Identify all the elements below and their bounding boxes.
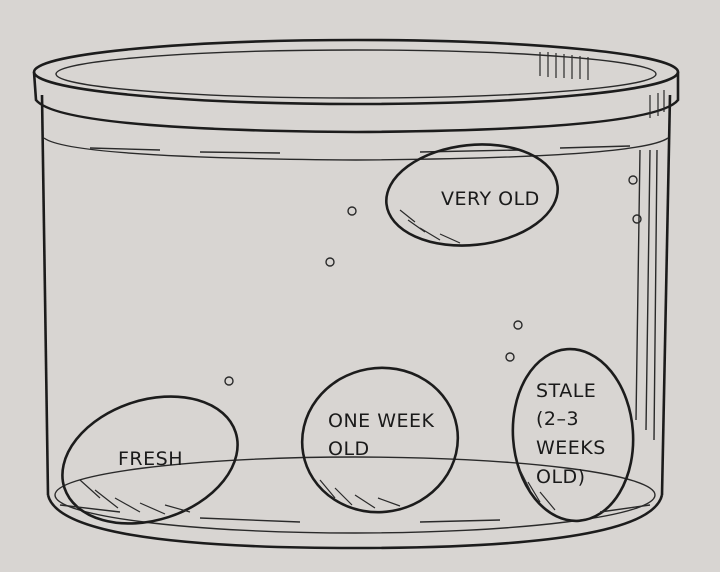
egg-one-week: ONE WEEK OLD (300, 366, 460, 514)
shading (519, 469, 556, 511)
label-very-old: VERY OLD (441, 188, 540, 210)
jar-base-ellipse (54, 456, 656, 534)
label-stale-line3: WEEKS (536, 437, 606, 459)
jar-right-wall (660, 94, 672, 496)
egg-fresh: FRESH (61, 395, 239, 525)
jar-bottom (46, 494, 664, 550)
shading (79, 479, 191, 515)
label-one-week-line1: ONE WEEK (328, 410, 435, 432)
bubbles (224, 175, 642, 386)
shading (319, 479, 401, 509)
egg-very-old: VERY OLD (385, 143, 559, 247)
jar-rim-band (32, 71, 680, 134)
label-fresh: FRESH (118, 448, 183, 470)
jar-glass-shading (635, 149, 658, 441)
water-surface (43, 137, 669, 161)
jar-rim-inner (55, 49, 657, 99)
label-stale-line1: STALE (536, 380, 596, 402)
jar-left-wall (40, 94, 50, 496)
label-stale-line4: OLD) (536, 466, 586, 488)
glass-jar (32, 38, 680, 550)
shading (399, 209, 461, 244)
label-one-week-line2: OLD (328, 438, 370, 460)
rim-hatching (539, 52, 665, 118)
egg-stale: STALE (2–3 WEEKS OLD) (511, 347, 635, 523)
label-stale-line2: (2–3 (536, 408, 579, 430)
water-surface-lines (89, 145, 631, 154)
bottom-water-lines (59, 504, 651, 523)
